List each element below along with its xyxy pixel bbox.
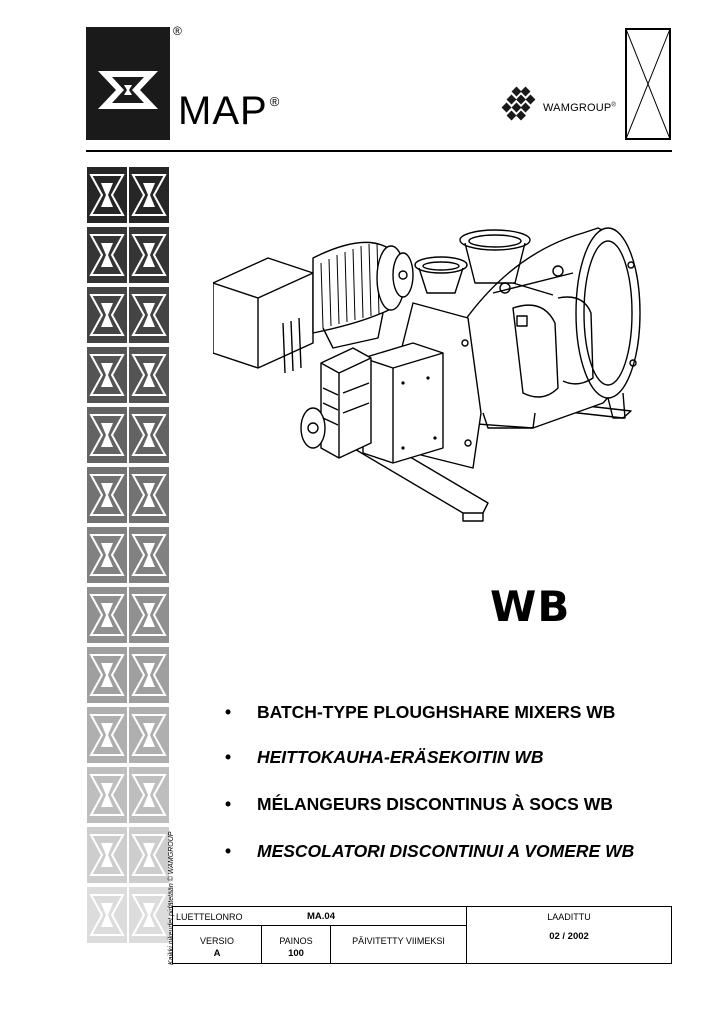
ploughshare-mixer-drawing-icon	[212, 227, 641, 522]
sidebar-logo-tile	[129, 767, 169, 823]
issued-label: LAADITTU	[547, 912, 591, 922]
sidebar-logo-tile	[87, 527, 127, 583]
version-label: VERSIO	[199, 936, 234, 946]
mixer-illustration	[212, 213, 653, 530]
catalogue-label: LUETTELONRO	[176, 912, 243, 922]
wamgroup-name: WAMGROUP	[543, 102, 612, 114]
logo-registered-mark: ®	[173, 24, 182, 38]
catalogue-value: MA.04	[307, 911, 335, 922]
sidebar-logo-tile	[129, 887, 169, 943]
sidebar-logo-tile	[87, 467, 127, 523]
company-logo	[86, 27, 170, 140]
edition-label: PAINOS	[279, 936, 313, 946]
document-info-table: LUETTELONRO MA.04 VERSIO A PAINOS 100 PÄ…	[172, 906, 672, 964]
table-col-divider	[330, 925, 331, 963]
sidebar-logo-tile	[129, 347, 169, 403]
sidebar-logo-tile	[129, 227, 169, 283]
bullet: •	[225, 747, 232, 767]
sidebar-logo-tile	[87, 827, 127, 883]
title-french: • MÉLANGEURS DISCONTINUS À SOCS WB	[225, 793, 675, 815]
sidebar-logo-tile	[87, 347, 127, 403]
header-divider	[86, 150, 672, 152]
bullet: •	[225, 841, 232, 861]
brand-registered-mark: ®	[269, 94, 281, 109]
sidebar-logo-tile	[129, 527, 169, 583]
corner-cross-box	[625, 28, 671, 140]
sidebar-logo-tile	[87, 587, 127, 643]
sidebar-pattern-strip	[86, 165, 170, 965]
updated-label: PÄIVITETTY VIIMEKSI	[352, 936, 445, 946]
sidebar-logo-tile	[129, 587, 169, 643]
bullet: •	[225, 794, 232, 814]
sidebar-logo-tile	[87, 167, 127, 223]
sidebar-logo-tile	[129, 827, 169, 883]
title-text: MÉLANGEURS DISCONTINUS À SOCS WB	[257, 794, 613, 814]
sidebar-logo-tile	[87, 287, 127, 343]
version-value: A	[213, 948, 221, 959]
sidebar-logo-tile	[87, 227, 127, 283]
title-italian: • MESCOLATORI DISCONTINUI A VOMERE WB	[225, 840, 675, 862]
edition-value: 100	[288, 948, 304, 959]
brand-name: MAP®	[178, 91, 280, 131]
bullet: •	[225, 702, 232, 722]
title-finnish: • HEITTOKAUHA-ERÄSEKOITIN WB	[225, 746, 675, 768]
wamgroup-diamond-icon	[501, 86, 536, 121]
sidebar-logo-tile	[87, 767, 127, 823]
sidebar-logo-tile	[87, 887, 127, 943]
sidebar-logo-tile	[129, 707, 169, 763]
cross-box-icon	[625, 28, 671, 140]
sidebar-logo-tile	[129, 467, 169, 523]
sidebar-logo-tile	[87, 647, 127, 703]
sidebar-logo-tile	[129, 167, 169, 223]
title-text: BATCH-TYPE PLOUGHSHARE MIXERS WB	[257, 702, 616, 722]
table-row-divider	[173, 925, 466, 926]
sidebar-logo-tile	[87, 407, 127, 463]
title-text: HEITTOKAUHA-ERÄSEKOITIN WB	[257, 747, 544, 767]
title-english: • BATCH-TYPE PLOUGHSHARE MIXERS WB	[225, 701, 675, 723]
logo-mark-icon	[86, 27, 170, 140]
table-col-divider	[261, 925, 262, 963]
sidebar-logo-tile	[129, 287, 169, 343]
sidebar-logo-tile	[87, 707, 127, 763]
sidebar-logo-tile	[129, 407, 169, 463]
wamgroup-logo-text: WAMGROUP®	[543, 102, 616, 114]
table-col-divider	[466, 907, 467, 963]
sidebar-logo-pattern-icon	[87, 167, 169, 943]
model-code: WB	[490, 582, 571, 631]
title-text: MESCOLATORI DISCONTINUI A VOMERE WB	[257, 841, 635, 861]
wamgroup-logo	[499, 86, 615, 126]
wamgroup-registered: ®	[611, 102, 617, 109]
brand-name-text: MAP	[178, 89, 268, 133]
issued-value: 02 / 2002	[549, 931, 589, 942]
sidebar-logo-tile	[129, 647, 169, 703]
